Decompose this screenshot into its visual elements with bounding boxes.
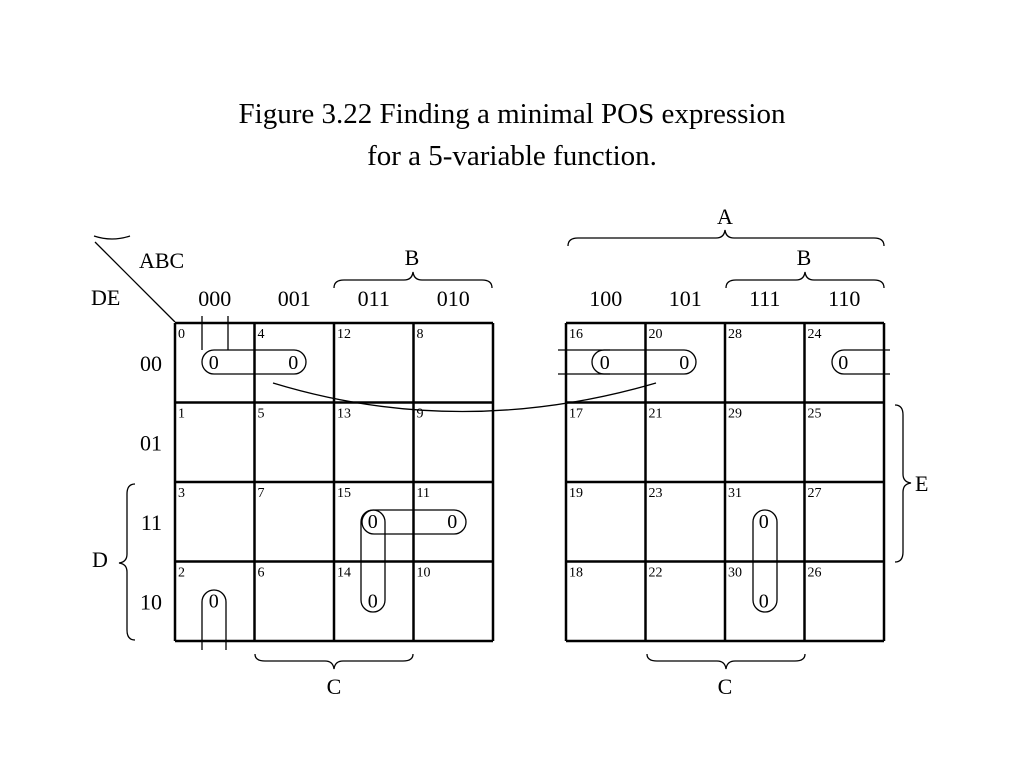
- cell-index-9: 9: [417, 407, 424, 422]
- cell-zero-16: 0: [600, 352, 610, 374]
- brace-c-right: [646, 653, 806, 670]
- corner-diagonal: [94, 241, 176, 323]
- cell-index-22: 22: [649, 566, 663, 581]
- brace-a: [567, 229, 885, 247]
- cell-index-11: 11: [417, 486, 430, 501]
- corner-arc: [93, 235, 131, 240]
- cell-zero-2: 0: [209, 590, 219, 612]
- cell-index-30: 30: [728, 566, 742, 581]
- cell-index-15: 15: [337, 486, 351, 501]
- brace-d: [118, 483, 136, 641]
- cell-index-25: 25: [808, 407, 822, 422]
- brace-label-c-left: C: [327, 674, 342, 699]
- cell-zero-11: 0: [447, 511, 457, 533]
- corner-label-de: DE: [91, 285, 120, 310]
- cell-index-13: 13: [337, 407, 351, 422]
- column-header-011: 011: [358, 286, 390, 311]
- cell-index-3: 3: [178, 486, 185, 501]
- cell-index-18: 18: [569, 566, 583, 581]
- cell-zero-14: 0: [368, 590, 378, 612]
- cell-index-1: 1: [178, 407, 185, 422]
- brace-label-b-right: B: [797, 245, 812, 270]
- figure-title-line-2: for a 5-variable function.: [367, 140, 657, 172]
- cell-index-27: 27: [808, 486, 822, 501]
- brace-label-d: D: [92, 547, 108, 572]
- brace-label-e: E: [915, 471, 928, 496]
- group-pill-2-wrap: [201, 589, 227, 650]
- cell-index-29: 29: [728, 407, 742, 422]
- cell-index-24: 24: [808, 327, 822, 342]
- corner-label-abc: ABC: [139, 248, 184, 273]
- cell-zero-15: 0: [368, 511, 378, 533]
- brace-c-left: [254, 653, 414, 670]
- cell-index-7: 7: [258, 486, 265, 501]
- cell-zero-30: 0: [759, 590, 769, 612]
- cell-index-14: 14: [337, 566, 351, 581]
- cell-index-23: 23: [649, 486, 663, 501]
- brace-e: [894, 404, 912, 563]
- cell-index-17: 17: [569, 407, 583, 422]
- cell-index-21: 21: [649, 407, 663, 422]
- cell-index-26: 26: [808, 566, 822, 581]
- group-pill-16-20: [591, 349, 697, 375]
- cell-index-6: 6: [258, 566, 265, 581]
- group-pill-0-4: [201, 349, 307, 375]
- cell-index-31: 31: [728, 486, 742, 501]
- column-header-000: 000: [198, 286, 231, 311]
- row-header-01: 01: [140, 430, 162, 455]
- brace-b-right: [725, 271, 885, 289]
- cell-index-19: 19: [569, 486, 583, 501]
- brace-label-a: A: [717, 204, 733, 229]
- cell-index-16: 16: [569, 327, 583, 342]
- cell-index-8: 8: [417, 327, 424, 342]
- column-header-001: 001: [278, 286, 311, 311]
- brace-label-b-left: B: [405, 245, 420, 270]
- row-header-11: 11: [141, 510, 162, 535]
- group-pill-24-wrap: [831, 349, 890, 375]
- cell-index-28: 28: [728, 327, 742, 342]
- column-header-110: 110: [828, 286, 860, 311]
- cell-index-12: 12: [337, 327, 351, 342]
- brace-label-c-right: C: [718, 674, 733, 699]
- figure-title-line-1: Figure 3.22 Finding a minimal POS expres…: [238, 98, 786, 130]
- row-header-10: 10: [140, 589, 162, 614]
- column-header-101: 101: [669, 286, 702, 311]
- cell-index-10: 10: [417, 566, 431, 581]
- cell-index-0: 0: [178, 327, 185, 342]
- kmap-grid-right: [564, 321, 886, 643]
- cell-index-4: 4: [258, 327, 265, 342]
- group-connector-arc: [272, 382, 657, 413]
- cell-zero-0: 0: [209, 352, 219, 374]
- column-header-100: 100: [589, 286, 622, 311]
- row-header-00: 00: [140, 351, 162, 376]
- brace-b-left: [333, 271, 493, 289]
- column-header-010: 010: [437, 286, 470, 311]
- cell-zero-31: 0: [759, 511, 769, 533]
- column-header-111: 111: [749, 286, 780, 311]
- cell-index-2: 2: [178, 566, 185, 581]
- cell-index-5: 5: [258, 407, 265, 422]
- group-pill-15-11: [361, 509, 467, 535]
- cell-zero-20: 0: [679, 352, 689, 374]
- group-pill-31-30: [752, 509, 778, 613]
- cell-zero-24: 0: [838, 352, 848, 374]
- cell-index-20: 20: [649, 327, 663, 342]
- group-pill-15-14: [360, 509, 386, 613]
- cell-zero-4: 0: [288, 352, 298, 374]
